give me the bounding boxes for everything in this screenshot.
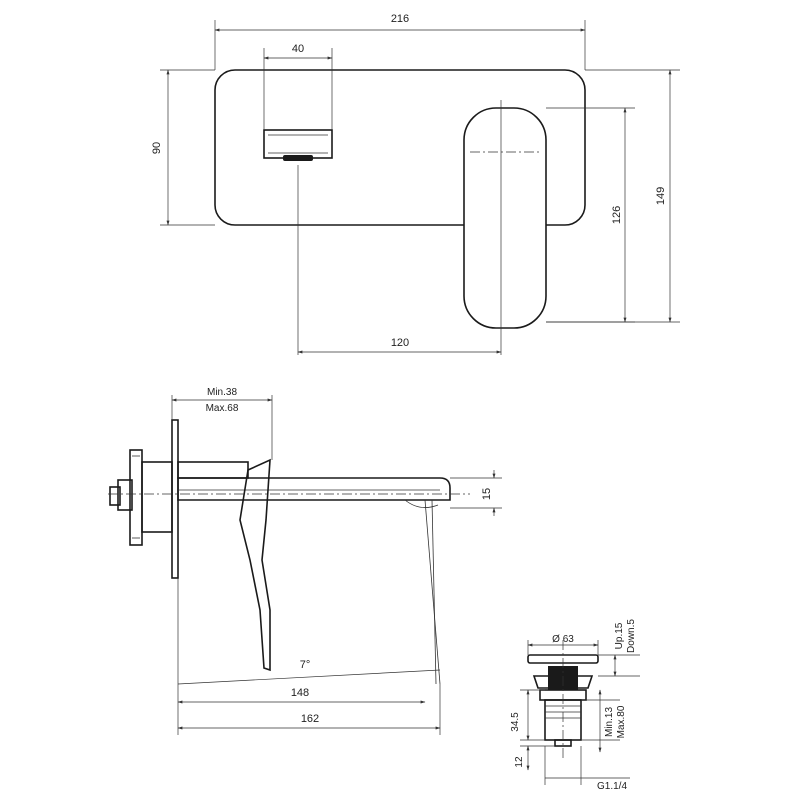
reach-label: 148 (291, 687, 309, 699)
width-label: 216 (391, 13, 409, 25)
side-view: Min.38 Max.68 15 7° 148 162 (108, 387, 502, 735)
drain-thread-height-label: 12 (514, 756, 525, 768)
drain-thread-label: G1.1/4 (597, 781, 627, 792)
front-view: 216 40 90 126 149 120 (151, 13, 680, 355)
angle-label: 7° (300, 659, 311, 671)
drain-min-label: Min.13 (604, 707, 615, 737)
wall-plate (214, 69, 586, 226)
wall-max-label: Max.68 (206, 403, 239, 414)
spout-height-label: 15 (481, 488, 493, 500)
side-spout (177, 477, 451, 501)
aerator (283, 155, 313, 161)
valve-body (141, 461, 173, 533)
side-lever (239, 458, 271, 672)
drain-body-height-label: 34.5 (510, 712, 521, 732)
plate-height-label: 90 (151, 142, 163, 154)
spout-width-label: 40 (292, 43, 304, 55)
total-height-label: 149 (655, 187, 667, 205)
lever-handle (463, 107, 547, 329)
drain-up-label: Up.15 (614, 622, 625, 649)
spout-outlet (263, 129, 333, 159)
spout-handle-distance-label: 120 (391, 337, 409, 349)
drain-max-label: Max.80 (616, 705, 627, 738)
side-wall-plate (171, 419, 179, 579)
drain-down-label: Down.5 (626, 619, 637, 653)
drain-view: Ø 63 Up.15 Down.5 Min.13 Max.80 34.5 12 … (510, 619, 640, 792)
total-reach-label: 162 (301, 713, 319, 725)
handle-height-label: 126 (611, 206, 623, 224)
drain-diameter-label: Ø 63 (552, 634, 574, 645)
wall-min-label: Min.38 (207, 387, 237, 398)
